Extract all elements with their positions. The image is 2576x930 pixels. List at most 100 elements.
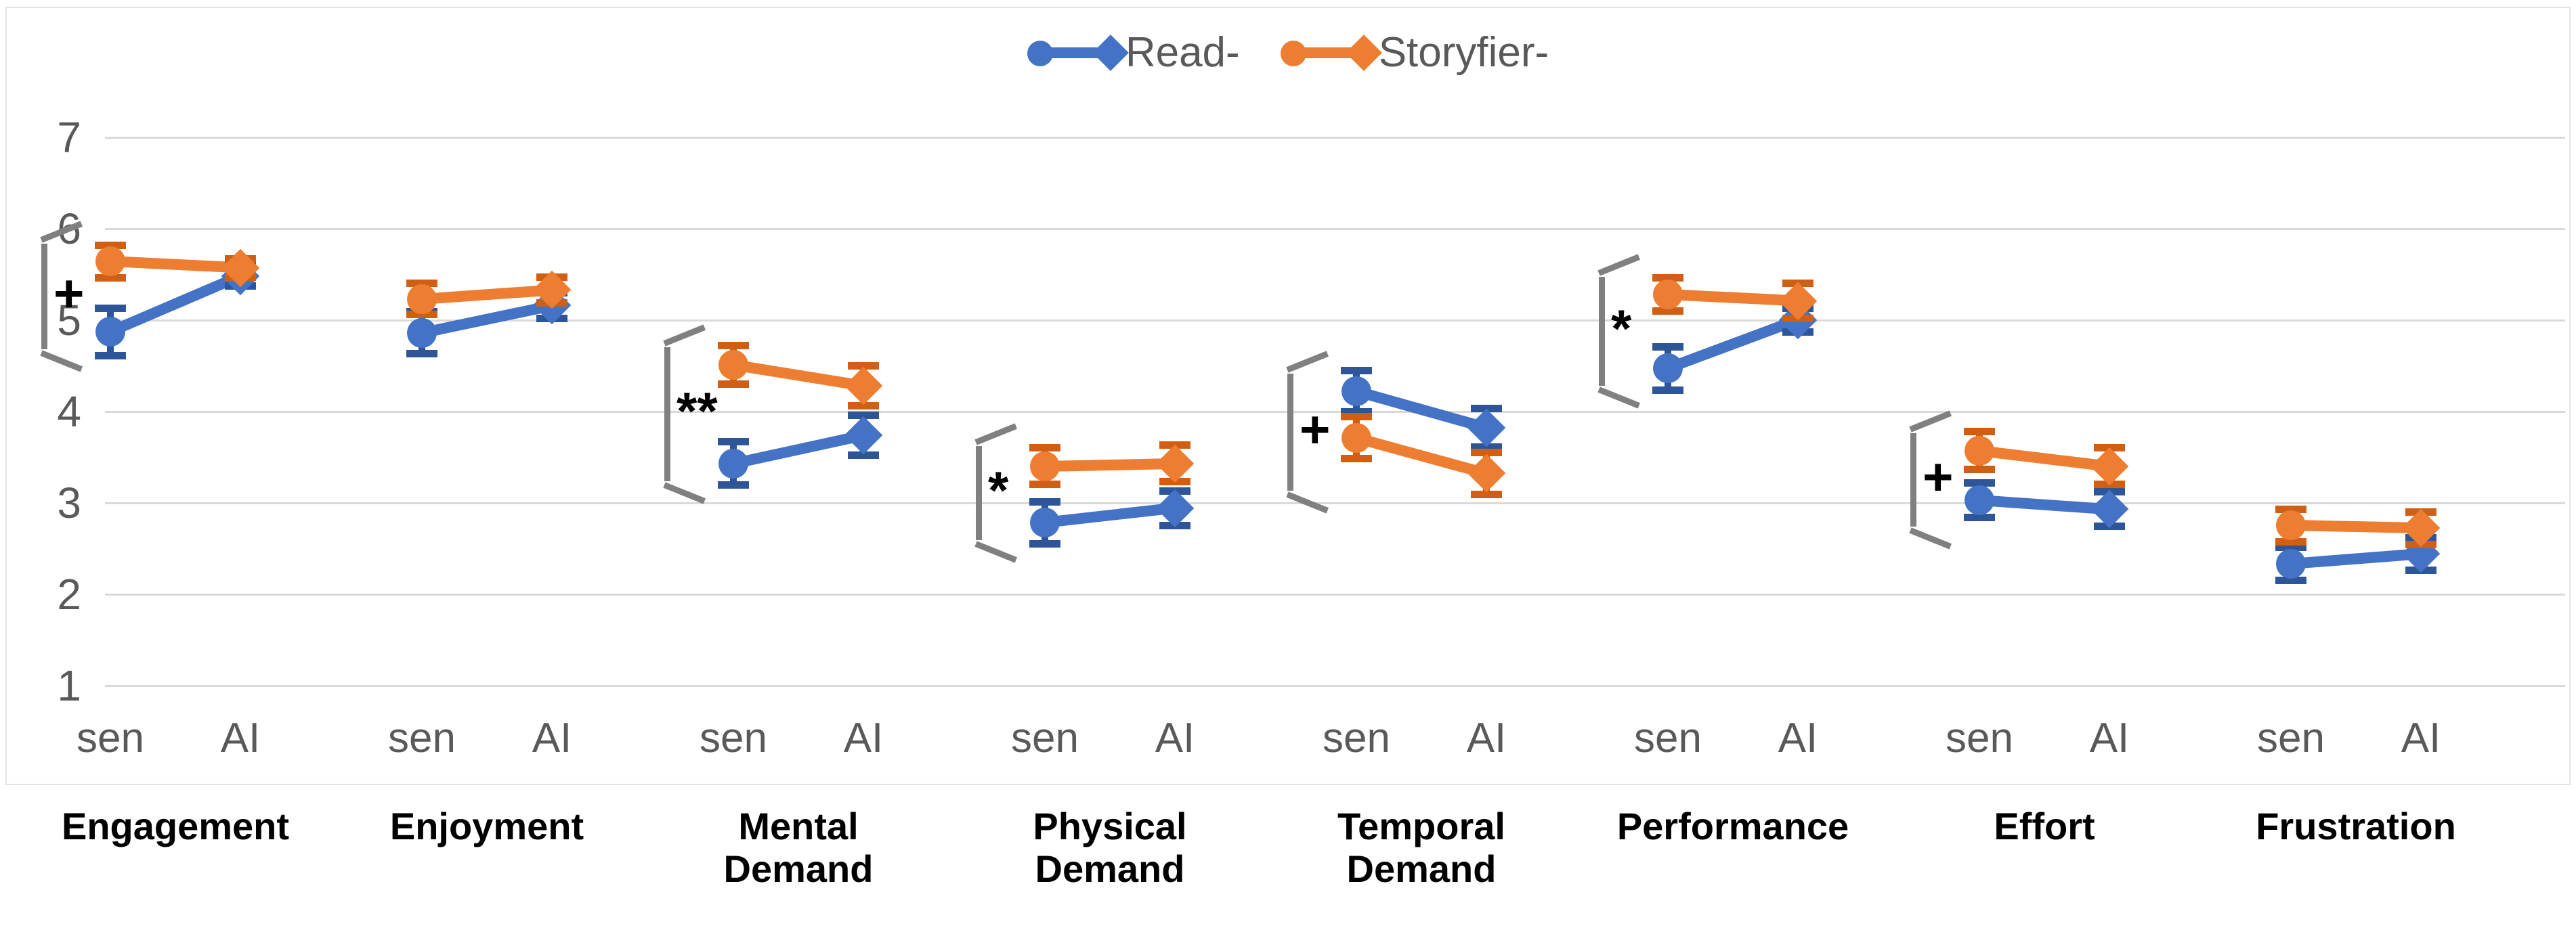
error-bar-cap-bottom (95, 274, 126, 282)
legend-marker-read-icon (1027, 34, 1129, 72)
significance-marker: + (1300, 399, 1331, 459)
x-axis-tick-sen-5: sen (1634, 715, 1702, 761)
x-axis-tick-sen-7: sen (2257, 715, 2325, 761)
category-label-1: Enjoyment (389, 805, 584, 847)
error-bar-cap-top (718, 342, 749, 350)
data-point-marker-circle[interactable] (1965, 435, 1994, 466)
significance-marker: * (1611, 298, 1632, 358)
error-bar-cap-top (2275, 544, 2306, 552)
error-bar-cap-top (1341, 413, 1372, 421)
y-axis-tick-1: 1 (57, 661, 81, 710)
error-bar-cap-top (1652, 342, 1683, 351)
x-axis-tick-ai-0: AI (220, 715, 261, 761)
data-point-marker-circle[interactable] (1341, 376, 1371, 407)
significance-bracket (1909, 410, 1965, 550)
error-bar-cap-top (1029, 444, 1060, 452)
data-point-marker-diamond[interactable] (1155, 444, 1195, 483)
series-segment (421, 284, 553, 305)
data-point-marker-diamond[interactable] (844, 366, 883, 405)
category-label-5: Performance (1616, 805, 1849, 847)
legend-item-read[interactable]: Read- (1027, 32, 1240, 74)
data-point-marker-circle[interactable] (1653, 353, 1683, 384)
data-point-marker-circle[interactable] (407, 317, 437, 348)
data-point-marker-diamond[interactable] (1467, 454, 1506, 493)
data-point-marker-circle[interactable] (407, 284, 437, 314)
significance-bracket (40, 221, 95, 373)
series-segment (1979, 445, 2110, 472)
data-point-marker-circle[interactable] (1341, 422, 1371, 453)
gridline-2 (105, 593, 2565, 596)
data-point-marker-diamond[interactable] (2090, 447, 2129, 485)
error-bar-cap-bottom (406, 311, 437, 319)
series-segment (110, 256, 241, 273)
error-bar-cap-top (406, 280, 437, 288)
x-axis-tick-ai-1: AI (532, 715, 572, 761)
x-axis-tick-sen-6: sen (1946, 715, 2013, 761)
legend-item-storyfier[interactable]: Storyfier- (1280, 29, 1549, 76)
error-bar-cap-top (1471, 449, 1502, 457)
data-point-marker-circle[interactable] (718, 349, 748, 380)
significance-marker: * (988, 460, 1009, 520)
data-point-marker-circle[interactable] (2276, 510, 2306, 541)
error-bar-cap-bottom (1029, 481, 1060, 489)
x-axis-tick-sen-1: sen (388, 715, 456, 761)
error-bar-cap-top (1964, 479, 1995, 487)
series-segment (2290, 520, 2422, 534)
x-axis-tick-ai-7: AI (2401, 715, 2441, 761)
error-bar-cap-top (848, 361, 879, 370)
gridline-5 (105, 319, 2565, 322)
error-bar-cap-bottom (718, 481, 749, 489)
y-axis-tick-7: 7 (57, 113, 81, 162)
x-axis-tick-ai-3: AI (1155, 715, 1195, 761)
x-axis-tick-ai-6: AI (2089, 715, 2130, 761)
data-point-marker-circle[interactable] (1965, 485, 1994, 515)
error-bar-cap-bottom (718, 380, 749, 388)
x-axis-tick-ai-5: AI (1778, 715, 1818, 761)
category-label-7: Frustration (2256, 805, 2456, 847)
data-point-marker-circle[interactable] (95, 317, 125, 347)
x-axis-tick-ai-4: AI (1466, 715, 1507, 761)
error-bar-cap-top (2275, 505, 2306, 513)
error-bar-cap-bottom (2275, 576, 2306, 584)
significance-bracket (1286, 351, 1341, 514)
gridline-7 (105, 137, 2565, 139)
category-label-6: Effort (1994, 805, 2095, 847)
significance-marker: + (1923, 446, 1954, 506)
error-bar-cap-bottom (1471, 490, 1502, 498)
series-segment (1979, 494, 2110, 515)
significance-marker: ** (677, 380, 718, 441)
data-point-marker-circle[interactable] (718, 448, 748, 479)
significance-bracket (974, 422, 1030, 563)
error-bar-cap-top (1652, 274, 1683, 282)
error-bar-cap-bottom (848, 402, 879, 410)
data-point-marker-circle[interactable] (1030, 508, 1060, 538)
error-bar-cap-bottom (2275, 538, 2306, 546)
error-bar-cap-top (848, 411, 879, 419)
data-point-marker-circle[interactable] (1653, 280, 1683, 310)
series-segment (1044, 458, 1176, 472)
error-bar-cap-top (95, 304, 126, 312)
legend-label-storyfier: Storyfier- (1378, 29, 1549, 76)
data-point-marker-diamond[interactable] (1467, 408, 1506, 447)
significance-bracket (1597, 254, 1653, 409)
error-bar-cap-bottom (1652, 386, 1683, 395)
error-bar-cap-bottom (1341, 455, 1372, 463)
error-bar-cap-bottom (1341, 408, 1372, 416)
data-point-marker-circle[interactable] (1030, 451, 1060, 481)
significance-marker: + (53, 263, 85, 324)
x-axis-tick-sen-0: sen (77, 715, 144, 761)
gridline-1 (105, 684, 2565, 687)
chart-legend: Read- Storyfier- (0, 19, 2576, 87)
gridline-6 (105, 227, 2565, 230)
error-bar-cap-bottom (1964, 513, 1995, 521)
data-point-marker-circle[interactable] (95, 246, 125, 277)
y-axis-tick-3: 3 (57, 478, 81, 527)
data-point-marker-diamond[interactable] (844, 416, 883, 455)
legend-marker-storyfier-icon (1280, 34, 1382, 72)
error-bar-cap-top (95, 241, 126, 249)
data-point-marker-circle[interactable] (2276, 549, 2306, 579)
series-segment (1667, 289, 1799, 307)
